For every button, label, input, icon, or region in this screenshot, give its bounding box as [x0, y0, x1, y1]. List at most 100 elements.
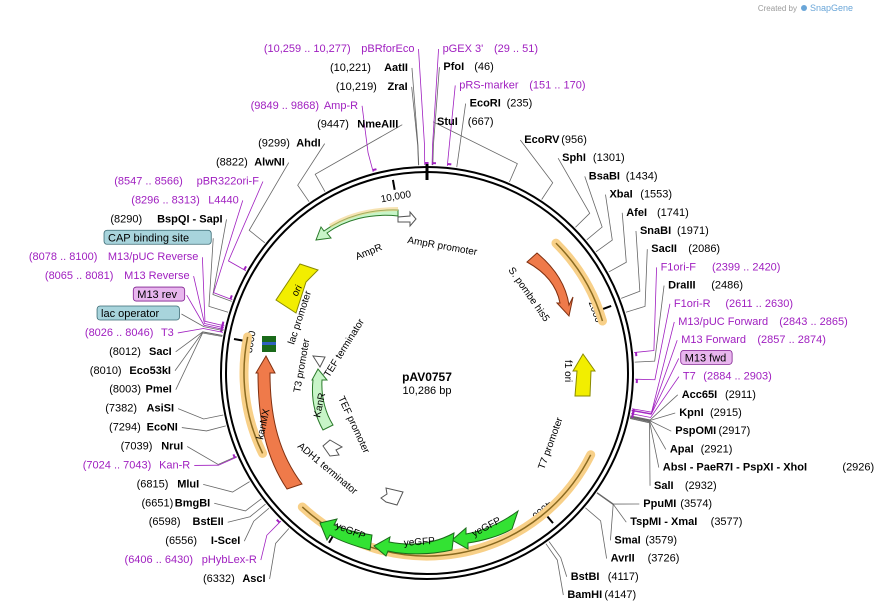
feature-adh1-terminator[interactable] — [380, 487, 404, 506]
enzyme-site[interactable]: BstBI(4117) — [571, 571, 639, 583]
feature-his5[interactable] — [526, 252, 574, 318]
enzyme-site[interactable]: AscI(6332) — [203, 573, 266, 585]
primer-site[interactable]: T3(8026 .. 8046) — [85, 327, 174, 339]
feature-kanr[interactable] — [311, 368, 334, 431]
primer-site[interactable]: M13 rev — [132, 286, 186, 302]
enzyme-site[interactable]: BstEII(6598) — [149, 516, 224, 528]
primer-site[interactable]: F1ori-R(2611 .. 2630) — [674, 298, 793, 310]
enzyme-site[interactable]: KpnI(2915) — [679, 407, 742, 419]
feature-yegfp-2[interactable] — [373, 532, 455, 557]
feature-tef-terminator[interactable] — [312, 355, 326, 369]
leader-line — [629, 418, 651, 486]
enzyme-site[interactable]: BmgBI(6651) — [141, 497, 210, 509]
enzyme-site[interactable]: DraIII(2486) — [668, 280, 743, 292]
primer-site[interactable]: M13 Forward(2857 .. 2874) — [681, 334, 826, 346]
enzyme-site[interactable]: PfoI(46) — [443, 61, 493, 73]
primer-site[interactable]: M13 fwd — [680, 349, 733, 365]
enzyme-site[interactable]: ZraI(10,219) — [336, 81, 408, 93]
leader-line — [630, 416, 672, 432]
enzyme-site[interactable]: SmaI(3579) — [614, 534, 677, 546]
enzyme-name: SacI — [149, 346, 172, 358]
enzyme-site[interactable]: PmeI(8003) — [109, 384, 172, 396]
enzyme-site[interactable]: SacII(2086) — [651, 243, 720, 255]
enzyme-site[interactable]: AatII(10,221) — [330, 62, 408, 74]
enzyme-site[interactable]: EcoRI(235) — [470, 98, 533, 110]
primer-site[interactable]: L4440(8296 .. 8313) — [131, 194, 239, 206]
enzyme-position: (9447) — [317, 119, 349, 131]
primer-site[interactable]: T7(2884 .. 2903) — [683, 371, 772, 383]
feature-ori[interactable] — [275, 263, 319, 314]
enzyme-position: (3577) — [711, 516, 743, 528]
enzyme-position: (7294) — [109, 422, 141, 434]
enzyme-name: BstBI — [571, 571, 600, 583]
leader-line — [314, 124, 403, 192]
enzyme-site[interactable]: NmeAIII(9447) — [317, 119, 398, 131]
enzyme-position: (1553) — [640, 189, 672, 201]
enzyme-site[interactable]: StuI(667) — [437, 116, 493, 128]
leader-line — [596, 492, 627, 523]
enzyme-site[interactable]: SacI(8012) — [109, 346, 172, 358]
primer-site[interactable]: pGEX 3'(29 .. 51) — [443, 43, 538, 55]
enzyme-site[interactable]: BsaBI(1434) — [589, 170, 658, 182]
label-yegfp-2: yeGFP — [403, 536, 435, 549]
enzyme-site[interactable]: EcoRV(956) — [524, 134, 587, 146]
orf-band-line — [555, 242, 604, 322]
primer-site[interactable]: M13/pUC Forward(2843 .. 2865) — [678, 316, 848, 328]
feature-tef-promoter[interactable] — [322, 439, 344, 457]
primer-site[interactable]: Amp-R(9849 .. 9868) — [251, 100, 359, 112]
primer-site[interactable]: F1ori-F(2399 .. 2420) — [661, 261, 781, 273]
enzyme-site[interactable]: SphI(1301) — [562, 152, 625, 164]
leader-line — [214, 498, 262, 512]
feature-ampr-promoter[interactable] — [397, 210, 417, 228]
enzyme-site[interactable]: AvrII(3726) — [611, 553, 680, 565]
enzyme-site[interactable]: ApaI(2921) — [670, 443, 733, 455]
feature-yegfp-1[interactable] — [451, 509, 519, 550]
protein-binding-site[interactable]: lac operator — [96, 305, 180, 321]
enzyme-name: I-SceI — [211, 535, 240, 547]
enzyme-site[interactable]: AbsI - PaeR7I - PspXI - XhoI(2926) — [663, 462, 874, 474]
leader-line — [630, 376, 680, 418]
leader-line — [361, 105, 374, 173]
enzyme-name: NruI — [161, 441, 183, 453]
feature-yegfp-3[interactable] — [319, 518, 373, 551]
enzyme-site[interactable]: EcoNI(7294) — [109, 422, 178, 434]
enzyme-name: EcoRI — [470, 98, 501, 110]
enzyme-site[interactable]: Acc65I(2911) — [682, 389, 756, 401]
primer-site[interactable]: M13 Reverse(8065 .. 8081) — [45, 270, 190, 282]
enzyme-site[interactable]: XbaI(1553) — [609, 189, 672, 201]
enzyme-site[interactable]: SalI(2932) — [654, 480, 717, 492]
protein-binding-site[interactable]: CAP binding site — [103, 229, 212, 245]
enzyme-site[interactable]: AhdI(9299) — [258, 138, 321, 150]
enzyme-position: (2915) — [710, 407, 742, 419]
enzyme-position: (6556) — [165, 535, 197, 547]
primer-site[interactable]: pHybLex-R(6406 .. 6430) — [125, 554, 257, 566]
leader-line — [194, 456, 237, 466]
enzyme-site[interactable]: TspMI - XmaI(3577) — [630, 516, 742, 528]
enzyme-site[interactable]: NruI(7039) — [121, 441, 184, 453]
leader-line — [519, 139, 554, 200]
primer-mark — [372, 168, 377, 172]
feature-kanmx[interactable] — [255, 354, 303, 490]
enzyme-site[interactable]: AlwNI(8822) — [216, 157, 285, 169]
primer-site[interactable]: M13/pUC Reverse(8078 .. 8100) — [29, 251, 199, 263]
enzyme-site[interactable]: BamHI(4147) — [567, 589, 636, 601]
primer-site[interactable]: Kan-R(7024 .. 7043) — [83, 459, 191, 471]
enzyme-site[interactable]: I-SceI (6556) — [165, 535, 240, 547]
enzyme-site[interactable]: BspQI - SapI(8290) — [110, 213, 222, 225]
enzyme-position: (8010) — [90, 365, 122, 377]
enzyme-site[interactable]: MluI(6815) — [137, 478, 200, 490]
primer-name: T7 — [683, 371, 696, 383]
primer-site[interactable]: pRS-marker(151 .. 170) — [459, 79, 585, 91]
primer-site[interactable]: pBRforEco(10,259 .. 10,277) — [264, 43, 415, 55]
enzyme-site[interactable]: AsiSI(7382) — [105, 403, 174, 415]
enzyme-site[interactable]: AfeI(1741) — [626, 207, 689, 219]
primer-site[interactable]: pBR322ori-F(8547 .. 8566) — [114, 176, 259, 188]
primer-name: pRS-marker — [459, 79, 519, 91]
feature-f1-ori[interactable] — [572, 353, 596, 397]
enzyme-site[interactable]: PpuMI(3574) — [643, 498, 712, 510]
primer-range: (29 .. 51) — [494, 43, 538, 55]
leader-line — [621, 230, 641, 299]
enzyme-site[interactable]: SnaBI(1971) — [640, 225, 709, 237]
enzyme-site[interactable]: PspOMI(2917) — [675, 425, 750, 437]
enzyme-site[interactable]: Eco53kI(8010) — [90, 365, 171, 377]
